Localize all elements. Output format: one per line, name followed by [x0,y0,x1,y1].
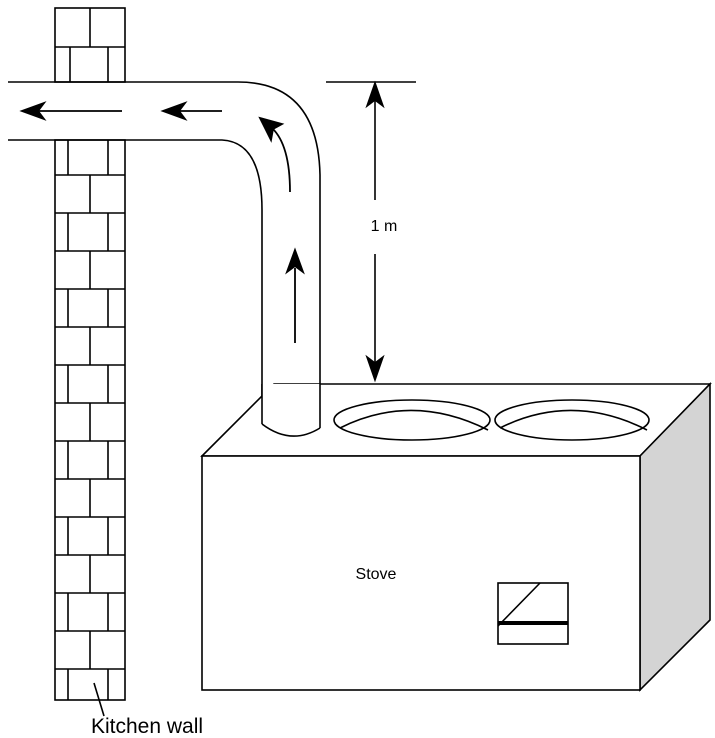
dimension-marker [326,80,416,383]
stove-label: Stove [356,566,397,583]
pipe-base [262,384,320,437]
burner-right-inner [499,409,648,431]
burner-left-inner [339,409,489,431]
arrow-icon [258,116,285,143]
wall-label: Kitchen wall [91,715,203,738]
stove-front-face [201,455,641,691]
wall-callout-line [93,682,105,717]
pipe-inner-wall [8,139,263,424]
stove-door [497,582,569,645]
arrow-icon [19,101,47,121]
pipe-outer-wall [8,81,321,428]
double-arrow-icon [365,354,385,383]
airflow-arrows [19,101,305,343]
kitchen-wall [54,7,126,701]
dimension-label: 1 m [371,218,398,235]
stove [200,382,712,692]
arrow-icon [160,101,188,121]
curved-flow-arrow [271,127,291,193]
burner-left [333,399,491,441]
double-arrow-icon [365,80,385,109]
stove-door-diagonal [497,582,541,627]
arrow-icon [285,247,305,275]
burner-right [494,399,650,441]
